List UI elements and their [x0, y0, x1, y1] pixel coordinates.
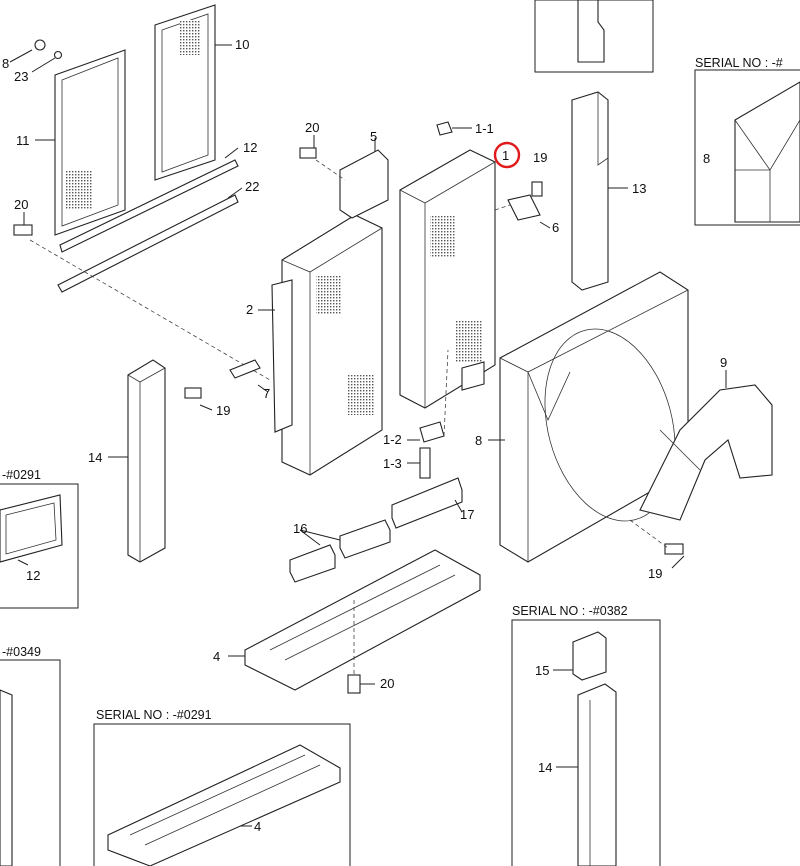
part-14-inset-right — [577, 683, 617, 866]
label-13[interactable]: 13 — [632, 181, 646, 196]
part-12-bar — [59, 159, 239, 253]
part-7-bracket — [229, 359, 261, 379]
label-8c[interactable]: 8 — [475, 433, 482, 448]
part-9-fan-guard — [639, 384, 773, 521]
inset-box-bottom-right — [511, 619, 661, 866]
bolt-20a — [13, 224, 33, 236]
label-4a[interactable]: 4 — [213, 649, 220, 664]
label-1-1[interactable]: 1-1 — [475, 121, 494, 136]
label-8a[interactable]: 8 — [2, 56, 9, 71]
part-15-inset — [572, 631, 607, 681]
label-15[interactable]: 15 — [535, 663, 549, 678]
part-14-seal — [127, 359, 166, 563]
part-2-oil-cooler — [281, 214, 383, 476]
inset-box-bottom-mid — [93, 723, 351, 866]
part-16-pad-a — [289, 544, 336, 583]
part-1-2-clamp — [419, 421, 445, 443]
label-12a[interactable]: 12 — [243, 140, 257, 155]
label-14b[interactable]: 14 — [538, 760, 552, 775]
part-1-hose — [461, 361, 485, 391]
part-1-1-cap — [436, 121, 453, 136]
serial-left-low: -#0349 — [2, 645, 41, 659]
label-5[interactable]: 5 — [370, 129, 377, 144]
label-20c[interactable]: 20 — [380, 676, 394, 691]
part-4-inset — [107, 744, 341, 866]
label-10[interactable]: 10 — [235, 37, 249, 52]
bolt-19a — [531, 181, 543, 197]
label-9[interactable]: 9 — [720, 355, 727, 370]
label-11[interactable]: 11 — [16, 133, 30, 148]
serial-bottom-right: SERIAL NO : -#0382 — [512, 604, 628, 618]
label-4b[interactable]: 4 — [254, 819, 261, 834]
label-1-3[interactable]: 1-3 — [383, 456, 402, 471]
part-13-seal — [571, 91, 609, 291]
label-14a[interactable]: 14 — [88, 450, 102, 465]
label-1[interactable]: 1 — [502, 148, 509, 163]
label-16[interactable]: 16 — [293, 521, 307, 536]
serial-left-mid: -#0291 — [2, 468, 41, 482]
label-19b[interactable]: 19 — [216, 403, 230, 418]
label-6[interactable]: 6 — [552, 220, 559, 235]
inset-box-top — [534, 0, 654, 73]
label-2[interactable]: 2 — [246, 302, 253, 317]
label-1-2[interactable]: 1-2 — [383, 432, 402, 447]
part-22-bar — [57, 194, 239, 293]
part-5-bracket — [339, 149, 389, 219]
label-19c[interactable]: 19 — [648, 566, 662, 581]
label-19a[interactable]: 19 — [533, 150, 547, 165]
part-13-inset — [577, 0, 605, 63]
part-8-inset — [734, 81, 800, 223]
bolt-19c — [664, 543, 684, 555]
label-8b[interactable]: 8 — [703, 151, 710, 166]
label-22[interactable]: 22 — [245, 179, 259, 194]
bolt-19b — [184, 387, 202, 399]
serial-bottom-mid: SERIAL NO : -#0291 — [96, 708, 212, 722]
inset-box-left-mid — [0, 483, 79, 609]
label-12b[interactable]: 12 — [26, 568, 40, 583]
part-12-inset — [0, 494, 63, 563]
part-6-bracket — [507, 194, 541, 221]
label-17[interactable]: 17 — [460, 507, 474, 522]
inset-box-top-right — [694, 69, 800, 226]
part-14-inset-left — [0, 689, 13, 866]
label-20a[interactable]: 20 — [14, 197, 28, 212]
washer-23 — [53, 50, 63, 60]
part-1-3-pipe — [419, 447, 431, 479]
inset-box-left-low — [0, 659, 61, 866]
label-20b[interactable]: 20 — [305, 120, 319, 135]
part-17-pad — [391, 477, 463, 529]
part-2-bracket — [271, 279, 293, 433]
bolt-8 — [34, 39, 46, 51]
label-23[interactable]: 23 — [14, 69, 28, 84]
part-16-pad-b — [339, 519, 391, 559]
bolt-20b — [299, 147, 317, 159]
highlight-circle — [493, 141, 521, 169]
bolt-20c — [347, 674, 361, 694]
label-7[interactable]: 7 — [263, 386, 270, 401]
serial-top-right: SERIAL NO : -# — [695, 56, 783, 70]
part-4-base — [244, 549, 481, 691]
